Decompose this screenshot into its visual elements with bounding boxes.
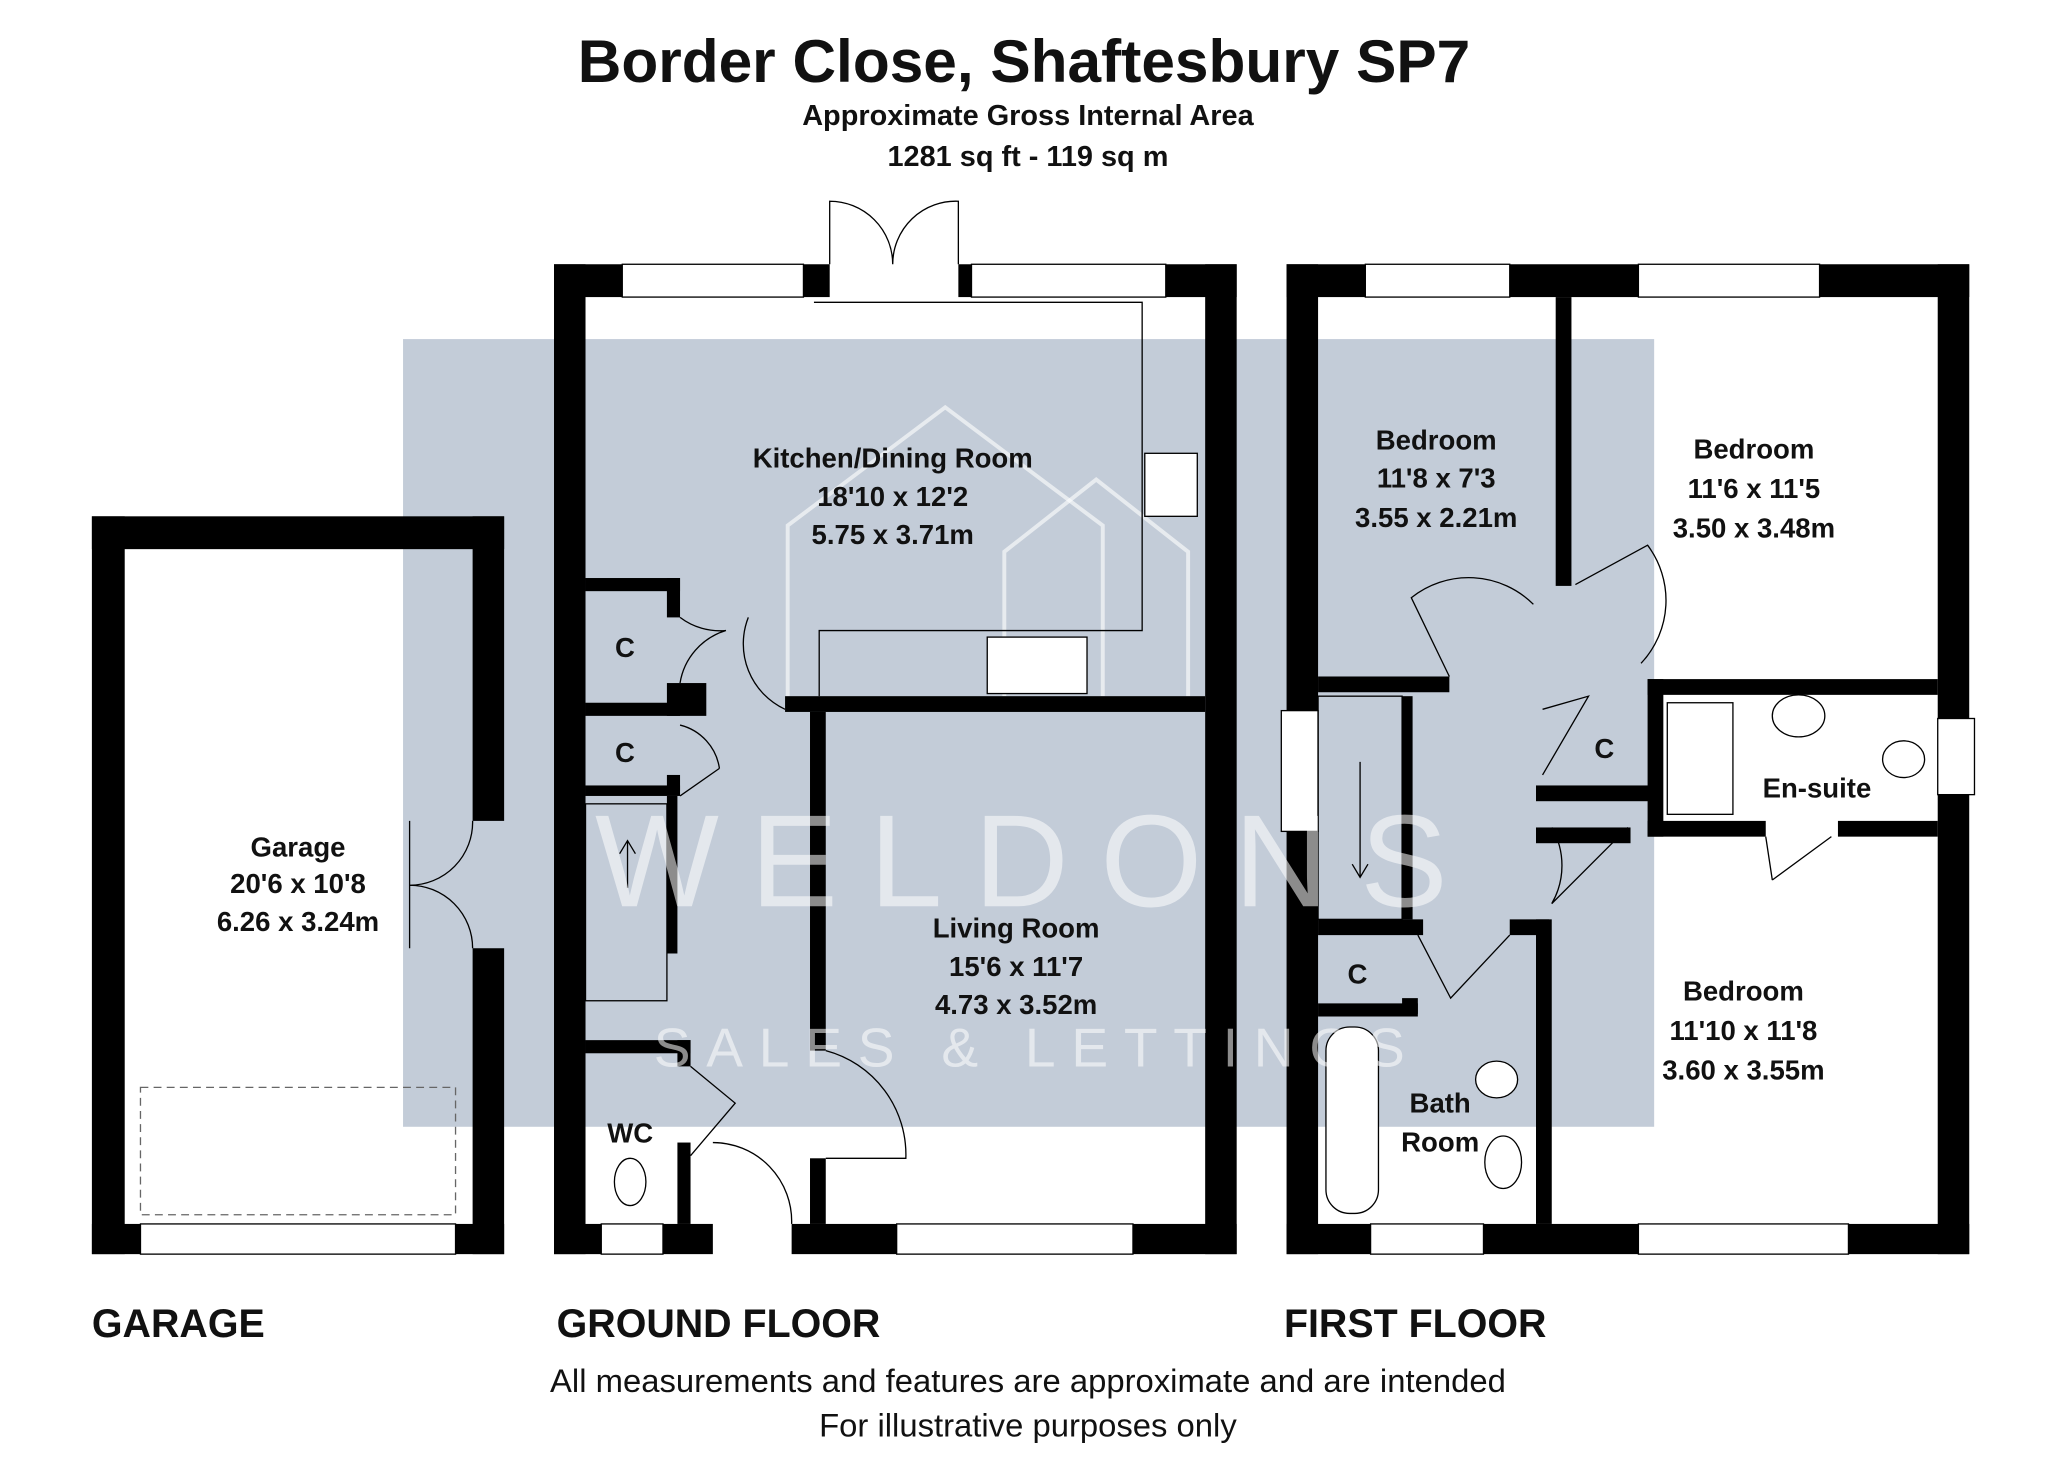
room-size-metric: 6.26 x 3.24m [217,906,379,937]
basin-icon [1484,1135,1523,1190]
room-size-imperial: 20'6 x 10'8 [230,868,366,899]
door-swings [679,616,907,1224]
room-label-bathroom: Room [1401,1127,1479,1158]
bath-icon [1325,1026,1380,1215]
room-label-wc: WC [607,1118,653,1149]
room-label-garage: Garage [251,831,346,862]
stairs-arrow [1351,761,1369,879]
hob-icon [1144,452,1198,517]
garage-plan: Garage 20'6 x 10'8 6.26 x 3.24m [91,516,505,1255]
stairs-arrow [619,839,636,888]
watermark-brand: WELDONS [595,787,1479,934]
room-label-living: Living Room [933,913,1100,944]
room-size-metric: 4.73 x 3.52m [935,989,1097,1020]
room-size-metric: 3.60 x 3.55m [1662,1055,1824,1086]
room-label-bathroom: Bath [1410,1087,1471,1118]
room-size-metric: 3.50 x 3.48m [1673,512,1835,543]
room-size-imperial: 11'10 x 11'8 [1669,1015,1817,1046]
garage-side-door [408,820,474,949]
floor-label-first: FIRST FLOOR [1284,1302,1546,1346]
door-swings [1410,544,1832,1000]
floor-label-garage: GARAGE [92,1302,265,1346]
room-label-bedroom: Bedroom [1693,434,1814,465]
subtitle: Approximate Gross Internal Area [802,100,1254,132]
room-size-imperial: 11'8 x 7'3 [1377,462,1496,493]
shower-icon [1666,702,1734,815]
disclaimer-line-2: For illustrative purposes only [819,1407,1237,1444]
room-label-kitchen: Kitchen/Dining Room [753,443,1033,474]
toilet-icon [1474,1060,1519,1099]
sink-icon [986,636,1088,695]
room-size-imperial: 11'6 x 11'5 [1688,473,1821,504]
toilet-icon [1881,740,1926,779]
room-label-bedroom: Bedroom [1683,976,1804,1007]
watermark-text: WELDONS SALES & LETTINGS [595,787,1479,1078]
room-label-cupboard: C [1594,733,1614,764]
room-label-cupboard: C [615,632,635,663]
gross-area: 1281 sq ft - 119 sq m [888,141,1169,173]
watermark-tagline: SALES & LETTINGS [654,1016,1421,1078]
room-label-ensuite: En-suite [1763,772,1872,803]
room-size-imperial: 15'6 x 11'7 [949,951,1083,982]
room-label-cupboard: C [1348,959,1368,990]
toilet-icon [613,1157,647,1207]
page-title: Border Close, Shaftesbury SP7 [578,27,1470,95]
room-size-metric: 5.75 x 3.71m [812,519,974,550]
room-label-bedroom: Bedroom [1376,424,1497,455]
watermark [403,339,1655,1127]
french-doors [829,200,960,265]
room-label-cupboard: C [615,737,635,768]
ground-floor-plan: Kitchen/Dining Room 18'10 x 12'2 5.75 x … [554,200,1237,1255]
basin-icon [1771,694,1826,738]
disclaimer-line-1: All measurements and features are approx… [550,1362,1506,1399]
room-size-metric: 3.55 x 2.21m [1355,502,1517,533]
room-size-imperial: 18'10 x 12'2 [817,481,968,512]
floor-label-ground: GROUND FLOOR [557,1302,881,1346]
first-floor-plan: Bedroom 11'8 x 7'3 3.55 x 2.21m Bedroom … [1280,263,1976,1255]
